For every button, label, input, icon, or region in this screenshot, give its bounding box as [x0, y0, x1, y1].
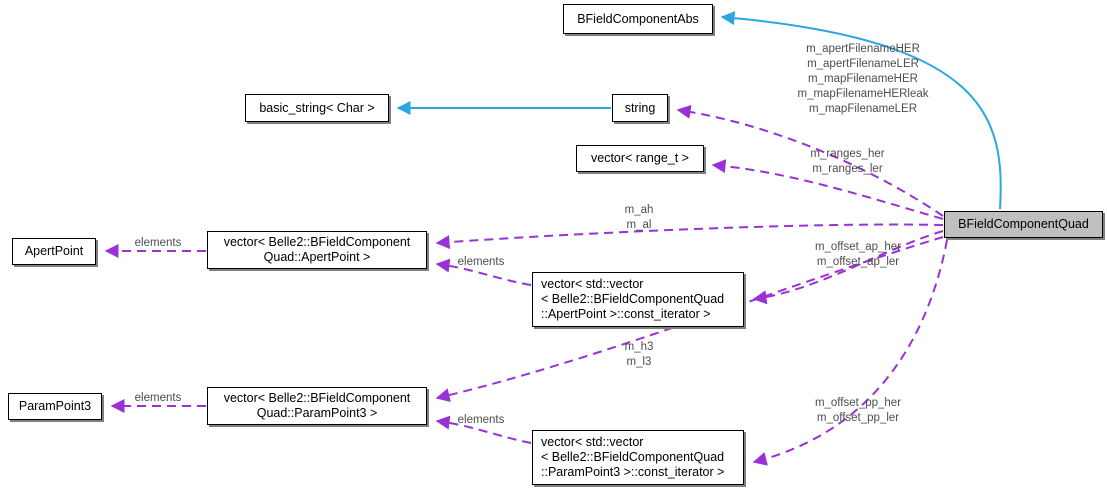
- edge-label-offset-pp: m_offset_pp_her m_offset_pp_ler: [814, 397, 902, 424]
- node-basic-string-char[interactable]: basic_string< Char >: [245, 94, 389, 122]
- edge-label-offset-ap: m_offset_ap_her m_offset_ap_ler: [814, 241, 902, 268]
- edge-label-elements-parampoint3-iterator: elements: [457, 414, 505, 426]
- edge-label-elements-apertpoint: elements: [134, 237, 182, 249]
- edge-label-filenames: m_apertFilenameHER m_apertFilenameLER m_…: [797, 43, 929, 115]
- edge-label-elements-apertpoint-iterator: elements: [457, 256, 505, 268]
- edge-usage-string: [676, 104, 944, 217]
- node-vector-apertpoint[interactable]: vector< Belle2::BFieldComponent Quad::Ap…: [207, 231, 427, 269]
- node-bfieldcomponentquad[interactable]: BFieldComponentQuad: [944, 211, 1103, 238]
- node-string[interactable]: string: [612, 94, 668, 122]
- node-vector-apertpoint-const-iterator[interactable]: vector< std::vector < Belle2::BFieldComp…: [532, 272, 744, 327]
- edge-elements-parampoint3-iterator: [435, 415, 532, 444]
- node-parampoint3[interactable]: ParamPoint3: [8, 393, 102, 420]
- edge-label-ranges: m_ranges_her m_ranges_ler: [810, 148, 885, 175]
- edge-inheritance-abs: [720, 11, 1002, 210]
- node-vector-range-t[interactable]: vector< range_t >: [576, 145, 704, 172]
- node-apertpoint[interactable]: ApertPoint: [12, 238, 96, 265]
- node-vector-parampoint3-const-iterator[interactable]: vector< std::vector < Belle2::BFieldComp…: [532, 430, 744, 485]
- edge-usage-parampoint3-iterator: [752, 239, 948, 466]
- edge-label-elements-parampoint3: elements: [134, 392, 182, 404]
- node-bfieldcomponentabs[interactable]: BFieldComponentAbs: [563, 4, 713, 34]
- node-vector-parampoint3[interactable]: vector< Belle2::BFieldComponent Quad::Pa…: [207, 387, 427, 425]
- edge-label-ah-al: m_ah m_al: [624, 204, 654, 231]
- edge-usage-vector-apertpoint: [435, 223, 944, 250]
- edge-elements-apertpoint-iterator: [435, 258, 532, 286]
- edge-usage-vector-range: [711, 159, 944, 220]
- edge-label-h3-l3: m_h3 m_l3: [624, 341, 654, 368]
